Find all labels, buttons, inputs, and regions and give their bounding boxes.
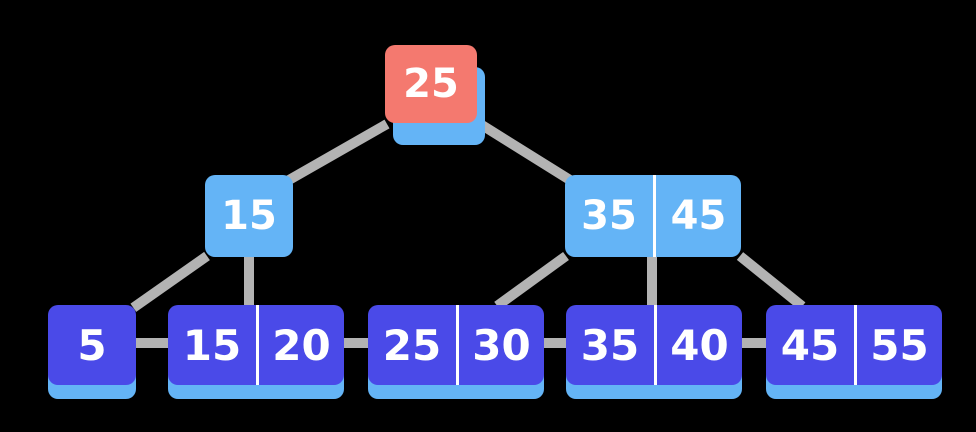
edge-n3545-to-45-55: [736, 252, 806, 310]
node-key-cell[interactable]: 35: [566, 305, 654, 385]
node-key-cell[interactable]: 35: [565, 175, 653, 257]
edge-root-to-35-45: [474, 117, 573, 185]
edge-link-15-20-to-25-30: [340, 338, 372, 348]
node-key-cell[interactable]: 20: [256, 305, 344, 385]
edge-link-5-to-15-20: [132, 338, 172, 348]
node-body-root[interactable]: 25: [385, 45, 477, 123]
edge-link-25-30-to-35-40: [540, 338, 570, 348]
node-key-cell[interactable]: 15: [205, 175, 293, 257]
node-key-cell[interactable]: 45: [653, 175, 741, 257]
node-key-cell[interactable]: 45: [766, 305, 854, 385]
node-key-cell[interactable]: 30: [456, 305, 544, 385]
edge-link-35-40-to-45-55: [738, 338, 770, 348]
node-body-n-15[interactable]: 15: [205, 175, 293, 257]
node-key-cell[interactable]: 5: [48, 305, 136, 385]
edge-n3545-to-25-30: [494, 251, 569, 311]
node-key-cell[interactable]: 55: [854, 305, 942, 385]
edge-root-to-15: [286, 119, 390, 185]
node-key-cell[interactable]: 40: [654, 305, 742, 385]
node-key-cell[interactable]: 25: [368, 305, 456, 385]
node-key-cell[interactable]: 15: [168, 305, 256, 385]
edge-n15-to-5: [130, 251, 210, 313]
node-body-l-5[interactable]: 5: [48, 305, 136, 385]
node-key-cell[interactable]: 25: [385, 45, 477, 123]
